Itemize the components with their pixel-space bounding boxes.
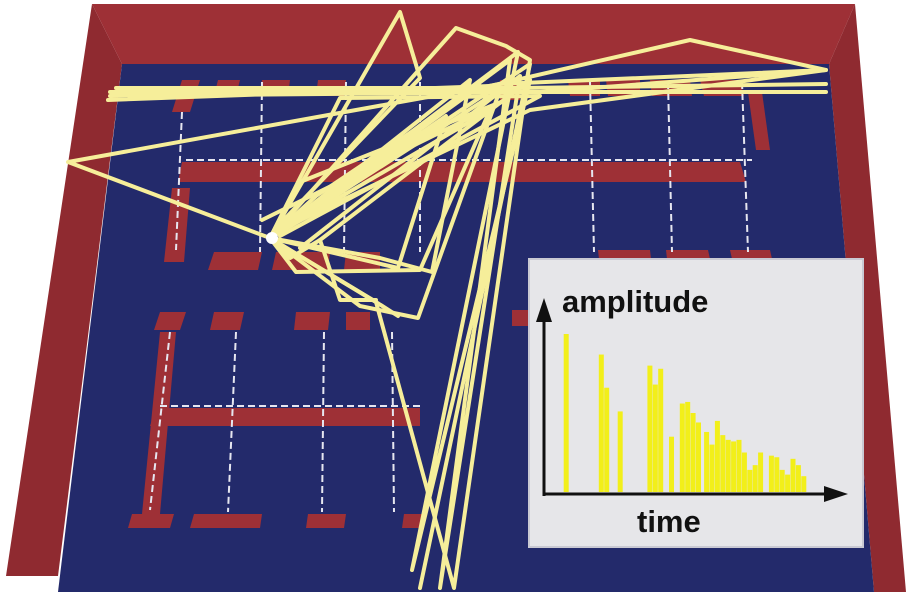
impulse-bar bbox=[685, 401, 691, 492]
grid-lines bbox=[149, 81, 752, 513]
impulse-bar bbox=[658, 368, 664, 492]
impulse-bar bbox=[714, 420, 720, 492]
y-axis-label: amplitude bbox=[562, 284, 709, 319]
impulse-bar bbox=[790, 458, 796, 492]
impulse-bar bbox=[752, 465, 758, 492]
sound-source-marker bbox=[266, 232, 278, 244]
impulse-bar bbox=[768, 455, 774, 492]
impulse-bar bbox=[563, 334, 569, 492]
impulse-bar bbox=[747, 469, 753, 492]
impulse-bar bbox=[736, 439, 742, 492]
impulse-bar bbox=[704, 431, 710, 492]
impulse-bar bbox=[731, 441, 737, 492]
impulse-bar bbox=[669, 436, 674, 492]
impulse-bar bbox=[617, 411, 623, 492]
impulse-bar bbox=[709, 444, 715, 492]
y-axis-arrow-icon bbox=[536, 298, 552, 322]
impulse-bar bbox=[720, 435, 726, 492]
impulse-bar bbox=[801, 476, 807, 492]
impulse-bar bbox=[696, 422, 701, 492]
impulse-bar bbox=[779, 469, 785, 492]
impulse-bar bbox=[598, 354, 604, 492]
impulse-bar bbox=[652, 384, 658, 492]
impulse-bar bbox=[679, 403, 685, 492]
impulse-response-chart bbox=[536, 298, 848, 502]
impulse-bar bbox=[741, 452, 747, 492]
room-right-wall bbox=[829, 4, 906, 592]
impulse-bar bbox=[725, 439, 731, 492]
impulse-bar bbox=[795, 465, 801, 492]
ray-paths bbox=[66, 10, 828, 590]
x-axis-arrow-icon bbox=[824, 486, 848, 502]
impulse-bar bbox=[758, 452, 764, 492]
x-axis-label: time bbox=[637, 504, 701, 539]
impulse-bar bbox=[785, 474, 791, 492]
room-left-wall bbox=[6, 4, 122, 576]
bars-group bbox=[563, 334, 807, 492]
impulse-bar bbox=[647, 365, 653, 492]
impulse-bar bbox=[604, 387, 610, 492]
impulse-bar bbox=[690, 413, 696, 492]
impulse-response-inset: amplitude time bbox=[528, 258, 864, 548]
impulse-bar bbox=[774, 457, 780, 492]
